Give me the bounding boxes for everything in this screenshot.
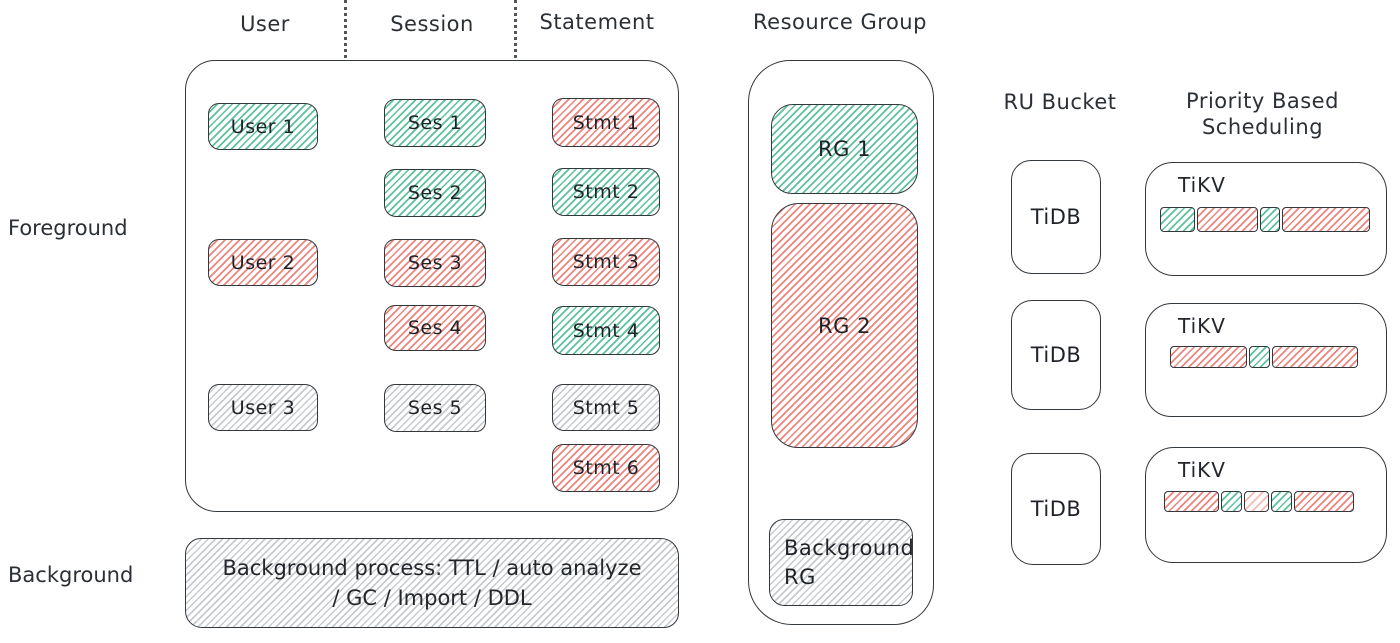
resource-group-container: RG 1 RG 2 Background RG: [748, 60, 934, 625]
row-label-background: Background: [8, 563, 134, 587]
chip-stmt-1: Stmt 1: [552, 98, 660, 147]
background-rg-line2: RG: [784, 564, 816, 589]
priority-segment-red: [1197, 207, 1259, 232]
tidb-box-1: TiDB: [1011, 160, 1101, 274]
chip-ses-5: Ses 5: [384, 384, 486, 432]
chip-stmt-5: Stmt 5: [552, 384, 660, 431]
chip-stmt-2: Stmt 2: [552, 168, 660, 216]
tikv-1-label: TiKV: [1178, 173, 1226, 197]
priority-bar-2: [1170, 346, 1358, 368]
chip-ses-2: Ses 2: [384, 169, 486, 217]
column-header-user: User: [240, 12, 290, 36]
priority-segment-red_light: [1244, 491, 1269, 512]
tidb-1-label: TiDB: [1030, 204, 1082, 229]
tikv-box-1: TiKV: [1145, 162, 1387, 276]
chip-ses-3: Ses 3: [384, 239, 486, 287]
chip-stmt-4: Stmt 4: [552, 306, 660, 355]
chip-user-1-label: User 1: [230, 115, 296, 138]
background-rg-labels: Background RG: [770, 534, 914, 591]
priority-segment-green: [1248, 346, 1271, 368]
chip-ses-5-label: Ses 5: [407, 397, 463, 419]
chip-stmt-5-label: Stmt 5: [572, 396, 640, 419]
tikv-box-2: TiKV: [1145, 303, 1387, 417]
tikv-box-3: TiKV: [1145, 447, 1387, 563]
tidb-2-label: TiDB: [1030, 342, 1082, 367]
chip-ses-1-label: Ses 1: [407, 112, 463, 134]
chip-stmt-3: Stmt 3: [552, 238, 660, 286]
priority-segment-red: [1281, 207, 1370, 232]
ru-bucket-title: RU Bucket: [1003, 90, 1117, 114]
background-rg-line1: Background: [784, 536, 915, 561]
priority-bar-1: [1160, 207, 1370, 232]
chip-user-2-label: User 2: [230, 251, 296, 274]
background-process-line1: Background process: TTL / auto analyze: [222, 555, 642, 580]
chip-stmt-6: Stmt 6: [552, 444, 660, 492]
rg2-box: RG 2: [771, 203, 918, 448]
row-label-foreground: Foreground: [8, 216, 128, 240]
background-process-box: Background process: TTL / auto analyze /…: [185, 538, 679, 628]
foreground-container: User 1 User 2 User 3 Ses 1 Ses 2 Ses 3 S…: [185, 60, 679, 512]
tikv-2-label: TiKV: [1178, 314, 1226, 338]
chip-stmt-3-label: Stmt 3: [572, 251, 640, 273]
priority-segment-red: [1164, 491, 1220, 512]
chip-ses-4-label: Ses 4: [407, 317, 463, 339]
background-process-line2: / GC / Import / DDL: [332, 586, 532, 610]
chip-user-1: User 1: [208, 103, 318, 150]
chip-user-3-label: User 3: [230, 396, 296, 419]
chip-ses-2-label: Ses 2: [407, 182, 463, 204]
priority-segment-red: [1170, 346, 1247, 368]
priority-title-line1: Priority Based: [1186, 89, 1339, 113]
priority-segment-green: [1221, 491, 1243, 512]
tidb-box-2: TiDB: [1011, 300, 1101, 410]
tidb-box-3: TiDB: [1011, 453, 1101, 565]
column-header-session: Session: [390, 12, 474, 36]
tikv-3-label: TiKV: [1178, 458, 1226, 482]
priority-segment-green: [1160, 207, 1196, 232]
resource-group-title: Resource Group: [753, 10, 927, 34]
priority-title-line2: Scheduling: [1201, 115, 1324, 140]
priority-bar-3: [1164, 491, 1354, 512]
chip-user-2: User 2: [208, 239, 318, 286]
chip-ses-1: Ses 1: [384, 99, 486, 147]
chip-user-3: User 3: [208, 384, 318, 431]
rg2-label: RG 2: [818, 313, 871, 338]
column-header-statement: Statement: [539, 10, 655, 34]
chip-stmt-1-label: Stmt 1: [572, 111, 640, 134]
priority-segment-red: [1272, 346, 1358, 368]
tidb-3-label: TiDB: [1030, 496, 1082, 521]
priority-segment-green: [1260, 207, 1280, 232]
chip-stmt-6-label: Stmt 6: [572, 457, 640, 479]
rg1-label: RG 1: [818, 137, 871, 161]
chip-stmt-2-label: Stmt 2: [572, 181, 640, 203]
priority-scheduling-title: Priority Based Scheduling: [1160, 88, 1365, 141]
chip-ses-3-label: Ses 3: [407, 252, 463, 274]
chip-stmt-4-label: Stmt 4: [572, 319, 640, 342]
chip-ses-4: Ses 4: [384, 305, 486, 351]
background-rg-box: Background RG: [769, 519, 914, 606]
priority-segment-green: [1270, 491, 1292, 512]
priority-segment-red: [1293, 491, 1354, 512]
rg1-box: RG 1: [771, 104, 918, 194]
